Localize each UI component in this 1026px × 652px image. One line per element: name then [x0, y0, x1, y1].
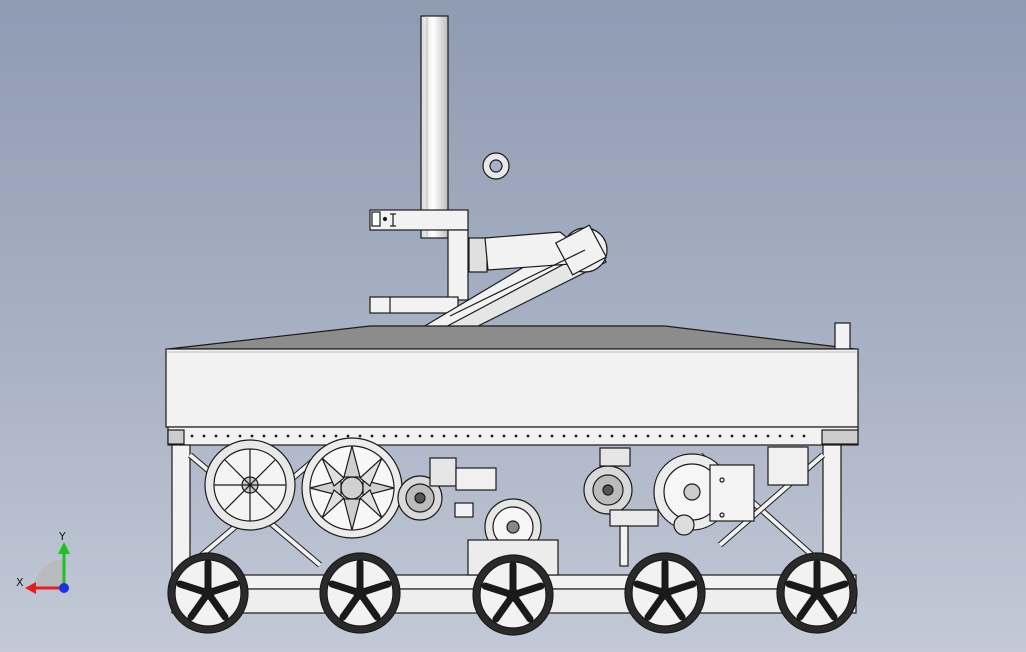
- left-pulley[interactable]: [204, 439, 296, 531]
- top-deck[interactable]: [167, 325, 856, 350]
- axis-triad: [25, 542, 70, 594]
- wheel-5[interactable]: [776, 552, 858, 634]
- wheel-4[interactable]: [624, 552, 706, 634]
- y-axis-label: Y: [59, 530, 66, 543]
- deck-post[interactable]: [834, 322, 851, 350]
- inclined-arm[interactable]: [415, 224, 608, 331]
- wheel-3[interactable]: [472, 554, 554, 636]
- mast-bracket[interactable]: [369, 209, 488, 314]
- z-axis-dot: [59, 583, 69, 593]
- ring-part[interactable]: [482, 152, 510, 180]
- main-body-box[interactable]: [165, 348, 859, 428]
- right-motor-gear[interactable]: [583, 447, 659, 567]
- mast-pole[interactable]: [420, 15, 449, 239]
- wheel-2[interactable]: [319, 552, 401, 634]
- x-axis-label: X: [16, 576, 24, 589]
- right-pulley[interactable]: [653, 446, 809, 536]
- wheel-1[interactable]: [167, 552, 249, 634]
- perforated-rail[interactable]: [167, 426, 859, 446]
- left-motor-gear[interactable]: [397, 457, 497, 521]
- large-spoked-pulley[interactable]: [301, 437, 403, 539]
